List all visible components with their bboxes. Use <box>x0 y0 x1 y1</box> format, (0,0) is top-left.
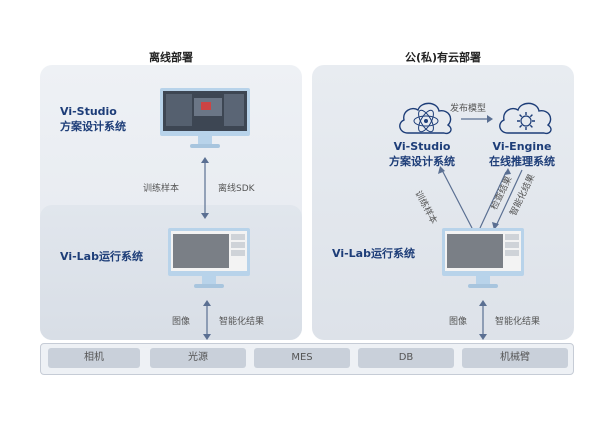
left-arrow-label-right: 离线SDK <box>218 184 255 194</box>
publish-arrow <box>461 115 493 123</box>
left-studio-label: Vi-Studio 方案设计系统 <box>60 104 126 134</box>
right-studio-label: Vi-Studio 方案设计系统 <box>382 139 462 169</box>
left-lower-label-right: 智能化结果 <box>219 317 265 327</box>
right-lab-label: Vi-Lab运行系统 <box>332 247 415 260</box>
left-lower-label-left: 图像 <box>172 317 191 327</box>
left-studio-name: Vi-Studio <box>60 105 117 118</box>
right-lower-arrow <box>479 300 487 340</box>
left-lab-label: Vi-Lab运行系统 <box>60 250 143 263</box>
right-lower-label-left: 图像 <box>449 317 468 327</box>
left-lab-monitor <box>168 228 250 288</box>
device-mes: MES <box>254 348 350 368</box>
device-robot-arm: 机械臂 <box>462 348 568 368</box>
left-vertical-arrow <box>201 157 209 219</box>
device-light: 光源 <box>150 348 246 368</box>
left-studio-desc: 方案设计系统 <box>60 120 126 133</box>
cloud-studio-icon <box>399 102 452 135</box>
device-db: DB <box>358 348 454 368</box>
publish-label: 发布模型 <box>450 104 487 114</box>
right-studio-name: Vi-Studio <box>393 140 451 153</box>
right-diagonal-arrows <box>438 166 523 230</box>
device-bar-row: 相机 光源 MES DB 机械臂 <box>48 348 568 368</box>
right-lower-label-right: 智能化结果 <box>495 317 541 327</box>
right-section-title: 公(私)有云部署 <box>404 51 482 64</box>
right-lab-monitor <box>442 228 524 288</box>
left-studio-monitor <box>160 88 250 148</box>
cloud-engine-icon <box>499 102 552 135</box>
device-camera: 相机 <box>48 348 140 368</box>
left-lower-arrow <box>203 300 211 340</box>
left-section-title: 离线部署 <box>149 51 193 64</box>
right-engine-desc: 在线推理系统 <box>489 155 555 168</box>
left-arrow-label-left: 训练样本 <box>143 184 180 194</box>
right-studio-desc: 方案设计系统 <box>389 155 455 168</box>
right-engine-name: Vi-Engine <box>492 140 552 153</box>
right-engine-label: Vi-Engine 在线推理系统 <box>482 139 562 169</box>
